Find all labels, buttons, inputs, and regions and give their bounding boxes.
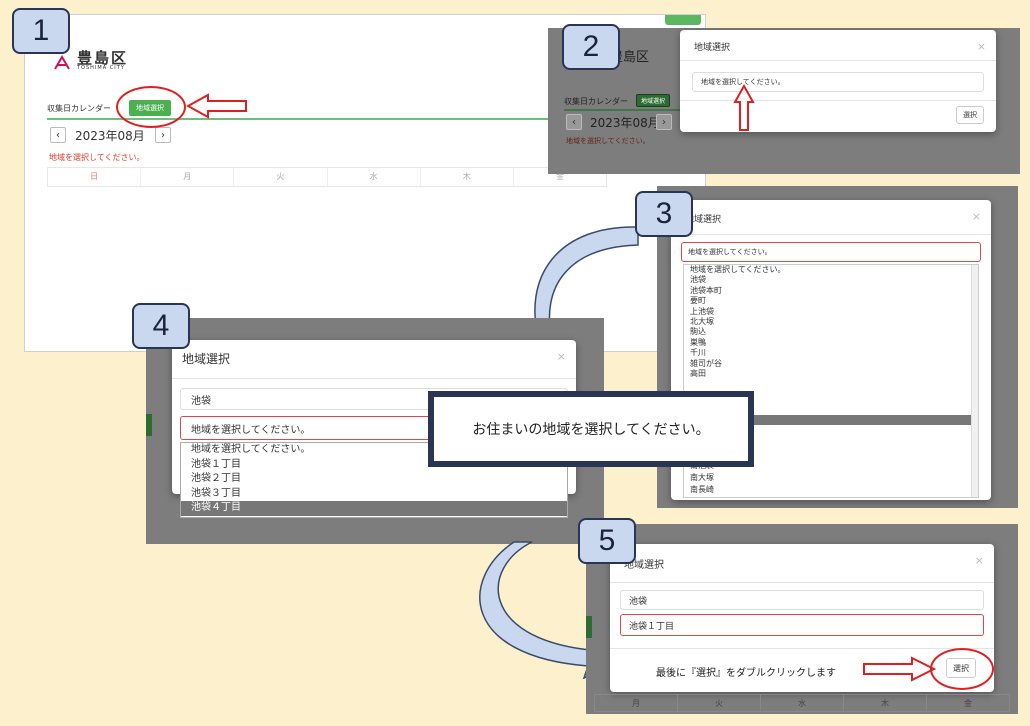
step3-modal: 地域選択 × 地域を選択してください。 地域を選択してください。 池袋 池袋本町… xyxy=(671,200,991,500)
area-field[interactable]: 池袋 xyxy=(620,590,984,610)
weekday-cell: 金 xyxy=(926,695,1009,711)
city-sub: TOSHIMA CITY xyxy=(77,65,125,71)
bg-divider xyxy=(564,109,684,111)
bg-month: 2023年08月 xyxy=(590,116,660,130)
list-item[interactable]: 地域を選択してください。 xyxy=(690,265,786,274)
close-icon[interactable]: × xyxy=(974,554,984,567)
subarea-dropdown[interactable]: 池袋１丁目 xyxy=(620,614,984,636)
weekday-cell: 金 xyxy=(512,168,606,186)
bg-prev-button: ‹ xyxy=(566,114,582,130)
list-item[interactable]: 南大塚 xyxy=(690,473,714,482)
close-icon[interactable]: × xyxy=(976,40,986,53)
step3-panel: 地域選択 × 地域を選択してください。 地域を選択してください。 池袋 池袋本町… xyxy=(657,186,1018,508)
step-badge-2: 2 xyxy=(562,24,620,70)
close-icon[interactable]: × xyxy=(556,350,566,363)
weekday-cell: 火 xyxy=(233,168,326,186)
step2-panel: 豊島区 収集日カレンダー 地域選択 ‹ 2023年08月 › 地域を選択してくだ… xyxy=(548,28,1020,174)
right-arrow-icon xyxy=(863,656,936,682)
weekday-cell: 水 xyxy=(760,695,843,711)
bg-weekday-row: 月 火 水 木 金 xyxy=(594,694,1010,712)
list-item[interactable]: 巣鴨 xyxy=(690,337,706,347)
area-dropdown[interactable]: 地域を選択してください。 xyxy=(692,72,984,92)
modal-title: 地域選択 xyxy=(685,215,722,225)
list-scrollbar[interactable] xyxy=(971,265,978,497)
weekday-cell: 月 xyxy=(140,168,233,186)
area-dropdown[interactable]: 地域を選択してください。 xyxy=(681,242,981,262)
step-badge-1: 1 xyxy=(12,8,70,54)
close-icon[interactable]: × xyxy=(971,210,981,223)
highlight-ellipse xyxy=(930,648,994,690)
calendar-divider xyxy=(47,118,705,120)
list-item[interactable]: 上池袋 xyxy=(690,306,714,316)
modal-select-button[interactable]: 選択 xyxy=(956,106,984,124)
modal-footer-divider xyxy=(680,100,996,101)
bg-green-edge xyxy=(586,616,592,638)
callout-text: お住まいの地域を選択してください。 xyxy=(433,396,749,462)
bg-warning: 地域を選択してください。 xyxy=(566,137,650,145)
select-warning: 地域を選択してください。 xyxy=(49,153,145,162)
step-badge-3: 3 xyxy=(635,191,693,237)
up-arrow-icon xyxy=(733,84,755,131)
bg-calendar-label: 収集日カレンダー xyxy=(564,97,628,106)
green-tab-corner xyxy=(665,15,701,25)
list-item[interactable]: 高田 xyxy=(690,369,706,379)
calendar-label: 収集日カレンダー xyxy=(47,104,111,113)
list-item[interactable]: 北大塚 xyxy=(690,317,714,327)
prev-month-button[interactable]: ‹ xyxy=(50,127,66,143)
city-logo-icon xyxy=(51,51,73,73)
step5-panel: 地域選択 × 池袋 池袋１丁目 最後に『選択』をダブルクリックします 選択 月 … xyxy=(586,524,1018,714)
list-item[interactable]: 要町 xyxy=(690,296,706,306)
modal-title: 地域選択 xyxy=(182,352,231,366)
step-badge-5: 5 xyxy=(578,518,636,564)
list-item[interactable]: 雑司が谷 xyxy=(690,358,722,368)
list-item[interactable]: 駒込 xyxy=(690,327,706,337)
instruction-callout: お住まいの地域を選択してください。 xyxy=(428,391,754,467)
modal-title: 地域選択 xyxy=(624,560,664,571)
city-name: 豊島区 xyxy=(77,49,129,67)
weekday-cell: 日 xyxy=(90,172,99,181)
weekday-cell: 木 xyxy=(843,695,926,711)
list-item[interactable]: 池袋本町 xyxy=(690,285,722,295)
modal-divider xyxy=(680,60,996,61)
next-month-button[interactable]: › xyxy=(155,127,171,143)
list-item[interactable]: 池袋３丁目 xyxy=(191,487,241,499)
list-item[interactable]: 池袋１丁目 xyxy=(191,458,241,470)
highlight-ellipse xyxy=(116,86,186,128)
list-item[interactable]: 池袋２丁目 xyxy=(191,473,241,485)
weekday-cell: 水 xyxy=(326,168,420,186)
weekday-header: 日 月 火 水 木 金 xyxy=(47,167,607,187)
step-badge-4: 4 xyxy=(132,303,190,349)
month-label: 2023年08月 xyxy=(75,129,145,143)
list-item[interactable]: 池袋 xyxy=(690,275,706,285)
list-item[interactable]: 千川 xyxy=(690,348,706,358)
weekday-cell: 火 xyxy=(677,695,760,711)
step2-modal: 地域選択 × 地域を選択してください。 選択 xyxy=(680,30,996,132)
highlighted-option[interactable] xyxy=(684,415,972,425)
modal-divider xyxy=(671,234,991,235)
bg-green-edge xyxy=(146,414,152,436)
highlighted-option[interactable]: 池袋４丁目 xyxy=(181,501,567,516)
left-arrow-icon xyxy=(186,93,247,119)
bg-next-button: › xyxy=(656,114,672,130)
weekday-cell: 木 xyxy=(419,168,513,186)
list-item[interactable]: 地域を選択してください。 xyxy=(191,444,311,455)
list-item[interactable]: 南長崎 xyxy=(690,485,714,494)
modal-divider xyxy=(172,378,576,379)
double-click-note: 最後に『選択』をダブルクリックします xyxy=(656,668,836,679)
bg-select-button: 地域選択 xyxy=(636,94,670,107)
modal-title: 地域選択 xyxy=(694,43,731,53)
weekday-cell: 月 xyxy=(632,699,640,708)
modal-divider xyxy=(610,582,994,583)
modal-footer-divider xyxy=(610,648,994,649)
